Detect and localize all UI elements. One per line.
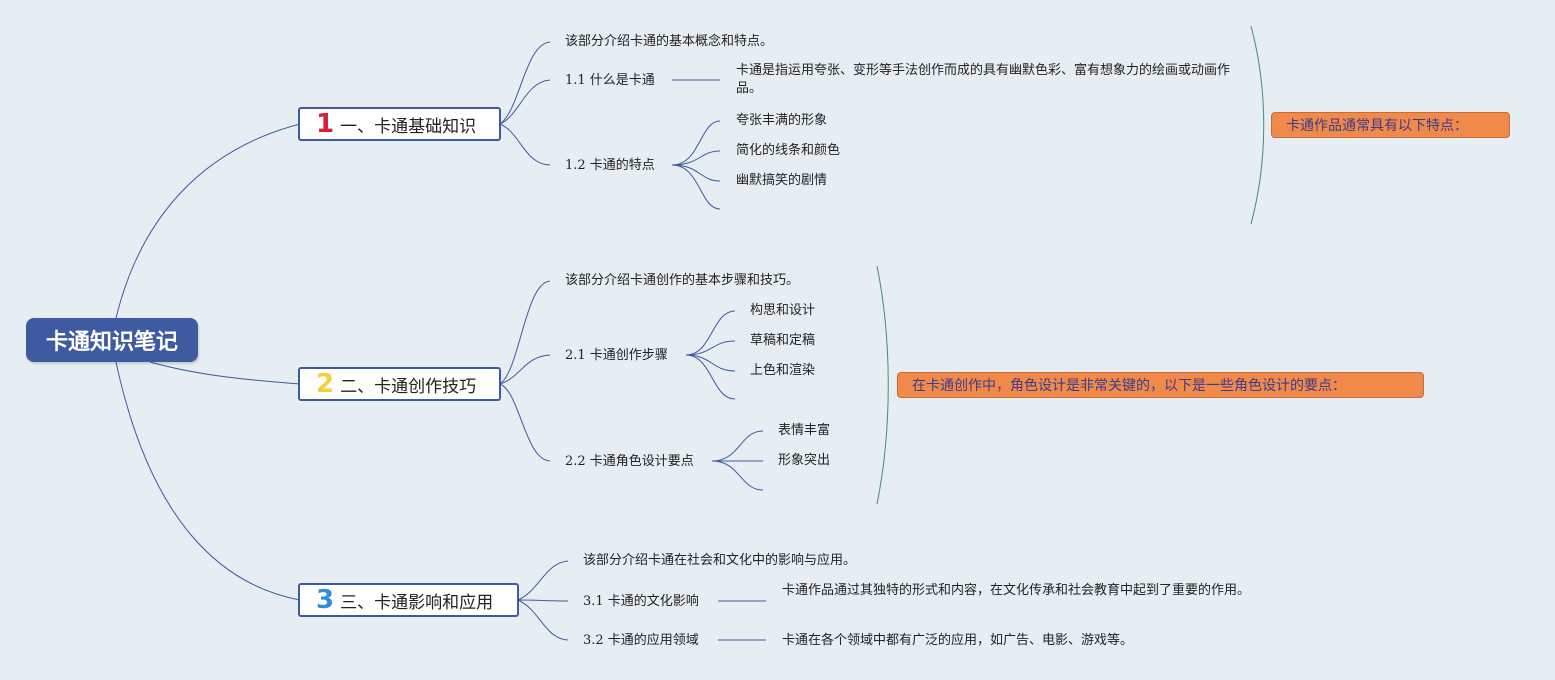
sub2-1-to-item4-line — [685, 354, 736, 400]
branch-3-title: 三、卡通影响和应用 — [340, 592, 494, 613]
root-to-branch-3-line — [115, 361, 301, 601]
sub2-2-to-item3-line — [711, 460, 764, 491]
branch-1-sub1-desc[interactable]: 卡通是指运用夸张、变形等手法创作而成的具有幽默色彩、富有想象力的绘画或动画作品。 — [736, 63, 1231, 96]
branch-1-sub2-item[interactable]: 幽默搞笑的剧情 — [736, 173, 828, 188]
summary-bracket-1 — [1250, 25, 1265, 225]
branch-3-sub1-desc[interactable]: 卡通作品通过其独特的形式和内容，在文化传承和社会教育中起到了重要的作用。 — [782, 583, 1251, 598]
number-two-icon: 2 — [316, 369, 335, 399]
sub1-2-to-item4-line — [671, 164, 721, 210]
sub1-2-to-item1-line — [671, 120, 721, 166]
sub1-2-to-item2-line — [671, 150, 721, 166]
branch-2-sub2-item[interactable]: 形象突出 — [778, 453, 831, 468]
branch-2-to-intro-line — [499, 280, 551, 385]
root-node[interactable]: 卡通知识笔记 — [26, 318, 198, 362]
sub2-1-to-item2-line — [685, 340, 736, 356]
number-three-icon: 3 — [316, 585, 335, 615]
sub2-2-to-item1-line — [711, 430, 764, 462]
branch-3-to-intro-line — [517, 560, 569, 601]
branch-1-to-sub2-line — [499, 123, 551, 166]
branch-1-summary-callout[interactable]: 卡通作品通常具有以下特点： — [1271, 112, 1510, 138]
number-one-icon: 1 — [316, 109, 335, 139]
branch-1-callout-text: 卡通作品通常具有以下特点： — [1286, 118, 1468, 134]
branch-1-sub1-label[interactable]: 1.1 什么是卡通 — [565, 73, 655, 88]
branch-1-node[interactable]: 1 一、卡通基础知识 — [298, 107, 501, 141]
root-to-branch-2-line — [149, 361, 301, 385]
branch-3-sub2-desc[interactable]: 卡通在各个领域中都有广泛的应用，如广告、电影、游戏等。 — [782, 633, 1134, 648]
branch-2-sub2-label[interactable]: 2.2 卡通角色设计要点 — [565, 454, 694, 469]
branch-3-to-sub2-line — [517, 599, 569, 641]
branch-2-title: 二、卡通创作技巧 — [340, 376, 477, 397]
branch-1-intro[interactable]: 该部分介绍卡通的基本概念和特点。 — [565, 34, 774, 49]
branch-2-sub2-item[interactable]: 表情丰富 — [778, 423, 831, 438]
sub2-1-to-item1-line — [685, 310, 736, 356]
branch-2-callout-text: 在卡通创作中，角色设计是非常关键的，以下是一些角色设计的要点： — [912, 378, 1346, 394]
branch-3-to-sub1-line — [517, 599, 569, 602]
branch-1-to-sub1-line — [499, 79, 551, 125]
branch-3-node[interactable]: 3 三、卡通影响和应用 — [298, 583, 519, 617]
branch-2-to-sub1-line — [499, 354, 551, 385]
root-to-branch-1-line — [115, 123, 301, 319]
branch-3-sub1-label[interactable]: 3.1 卡通的文化影响 — [583, 594, 699, 609]
branch-2-sub1-item[interactable]: 上色和渲染 — [750, 363, 816, 378]
summary-bracket-2 — [876, 265, 889, 505]
branch-1-to-intro-line — [499, 41, 551, 125]
branch-2-sub1-item[interactable]: 构思和设计 — [750, 303, 816, 318]
root-title: 卡通知识笔记 — [45, 330, 178, 355]
branch-1-title: 一、卡通基础知识 — [340, 116, 477, 137]
branch-1-sub2-item[interactable]: 夸张丰满的形象 — [736, 113, 828, 128]
branch-2-sub1-item[interactable]: 草稿和定稿 — [750, 333, 816, 348]
branch-2-intro[interactable]: 该部分介绍卡通创作的基本步骤和技巧。 — [565, 273, 800, 288]
branch-2-sub1-label[interactable]: 2.1 卡通创作步骤 — [565, 348, 668, 363]
branch-2-summary-callout[interactable]: 在卡通创作中，角色设计是非常关键的，以下是一些角色设计的要点： — [897, 372, 1424, 398]
branch-1-sub2-item[interactable]: 简化的线条和颜色 — [736, 143, 841, 158]
sub2-1-to-item3-line — [685, 354, 736, 372]
branch-3-sub2-label[interactable]: 3.2 卡通的应用领域 — [583, 633, 699, 648]
branch-2-node[interactable]: 2 二、卡通创作技巧 — [298, 367, 501, 401]
branch-2-to-sub2-line — [499, 383, 551, 462]
branch-1-sub2-label[interactable]: 1.2 卡通的特点 — [565, 158, 655, 173]
branch-3-intro[interactable]: 该部分介绍卡通在社会和文化中的影响与应用。 — [583, 553, 857, 568]
sub1-2-to-item3-line — [671, 164, 721, 182]
